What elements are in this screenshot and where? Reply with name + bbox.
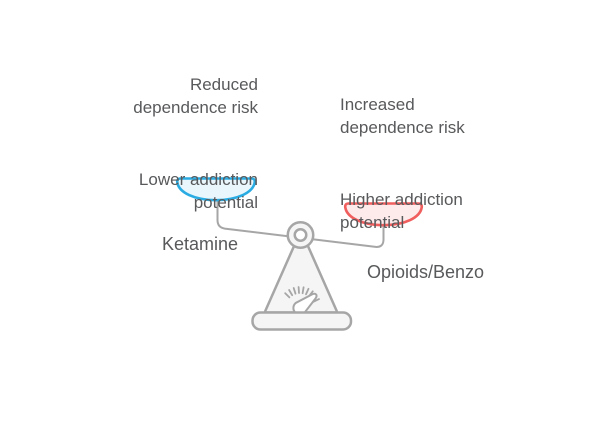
left-points-text: Reduced dependence risk Lower addiction …	[88, 50, 258, 237]
left-point-2: Lower addiction potential	[138, 170, 258, 212]
gauge-icon	[284, 286, 320, 316]
right-points-text: Increased dependence risk Higher addicti…	[340, 70, 510, 257]
left-point-1: Reduced dependence risk	[133, 75, 258, 117]
gauge-tick	[292, 287, 297, 295]
right-drug-label: Opioids/Benzo	[367, 262, 485, 282]
right-point-1: Increased dependence risk	[340, 95, 465, 137]
gauge-tick	[288, 289, 294, 297]
gauge-tick	[305, 287, 310, 296]
left-pan-icon	[175, 177, 257, 202]
pivot-inner-circle	[293, 228, 308, 242]
left-drug-label: Ketamine	[162, 234, 239, 254]
right-pan-icon	[343, 202, 424, 227]
gauge-tick	[284, 292, 291, 299]
scale-base	[251, 311, 353, 331]
right-point-2: Higher addiction potential	[340, 190, 463, 232]
gauge-tick	[301, 286, 305, 295]
